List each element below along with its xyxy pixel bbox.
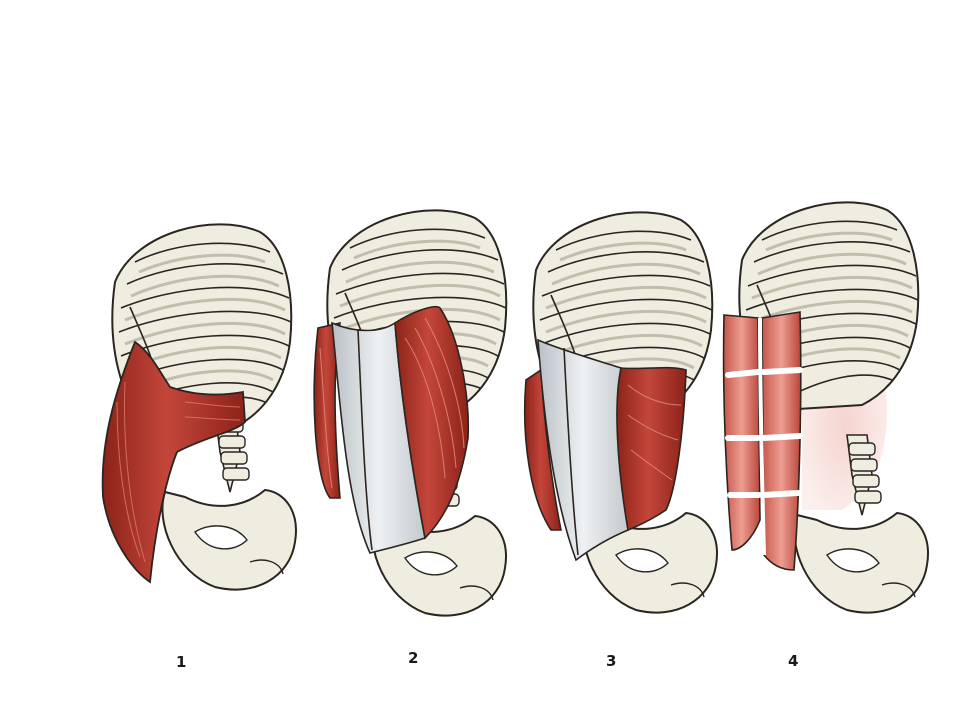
panel-label-4: 4 [788, 652, 798, 670]
linea-alba [563, 347, 579, 556]
panel-3-internal-oblique [523, 210, 718, 614]
external-oblique-right [394, 305, 470, 540]
transversus-muscle [101, 340, 246, 584]
panel-1-transversus-abdominis [101, 222, 297, 591]
rectus-abdominis-muscle [722, 311, 803, 571]
internal-oblique-right [616, 366, 687, 532]
panel-2-external-oblique [313, 208, 508, 617]
panel-4-rectus-abdominis [722, 200, 929, 614]
panel-label-1: 1 [176, 653, 186, 671]
linea-alba [357, 329, 373, 551]
panel-label-3: 3 [606, 652, 616, 670]
panel-label-2: 2 [408, 649, 418, 667]
